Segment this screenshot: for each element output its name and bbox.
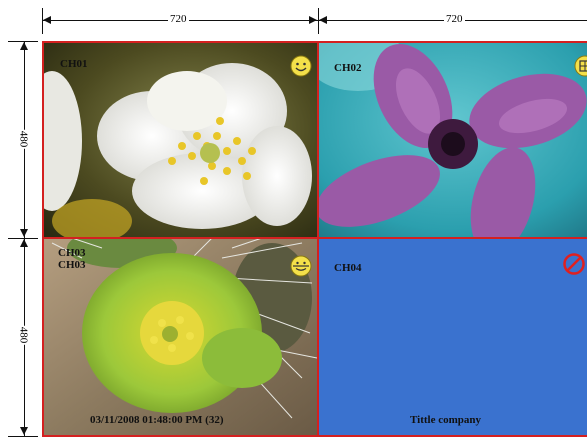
grid-border-center: [317, 41, 319, 437]
osd-timestamp: 03/11/2008 01:48:00 PM (32): [90, 414, 224, 426]
channel-tile-ch03[interactable]: CH03 CH03 03/11/2008 01:48:00 PM (32): [42, 238, 318, 437]
dim-arrow-up-icon: [20, 239, 28, 247]
dim-arrow-up-icon: [20, 42, 28, 50]
channel-label-ch03: CH03 CH03: [58, 247, 86, 271]
dim-arrow-down-icon: [20, 427, 28, 435]
channel-label-ch03-line2: CH03: [58, 259, 86, 271]
recording-face-icon: [290, 255, 312, 277]
channel-label-ch04: CH04: [334, 262, 362, 274]
channel-tile-ch04[interactable]: CH04 Tittle company: [318, 238, 587, 437]
smiley-face-icon: [290, 55, 312, 77]
osd-company-title: Tittle company: [410, 414, 481, 426]
dim-arrow-left-icon: [43, 16, 51, 24]
dim-label-top-left: 720: [168, 13, 189, 25]
dim-arrow-right-icon: [309, 16, 317, 24]
no-signal-icon: [562, 252, 586, 276]
dim-arrow-left-icon: [319, 16, 327, 24]
channel-label-ch03-line1: CH03: [58, 247, 86, 259]
motion-face-icon: [574, 55, 587, 77]
dim-label-left-bottom: 480: [17, 326, 29, 345]
dim-arrow-down-icon: [20, 229, 28, 237]
camera-grid: CH01: [42, 41, 587, 437]
dim-label-top-right: 720: [444, 13, 465, 25]
channel-tile-ch02[interactable]: CH02: [318, 41, 587, 238]
channel-label-ch02: CH02: [334, 62, 362, 74]
channel-label-ch01: CH01: [60, 58, 88, 70]
grid-border-top: [42, 41, 587, 43]
white-flower-image: [42, 41, 318, 238]
dim-label-left-top: 480: [17, 130, 29, 149]
channel-tile-ch01[interactable]: CH01: [42, 41, 318, 238]
grid-border-middle: [42, 237, 587, 239]
grid-border-left: [42, 41, 44, 437]
